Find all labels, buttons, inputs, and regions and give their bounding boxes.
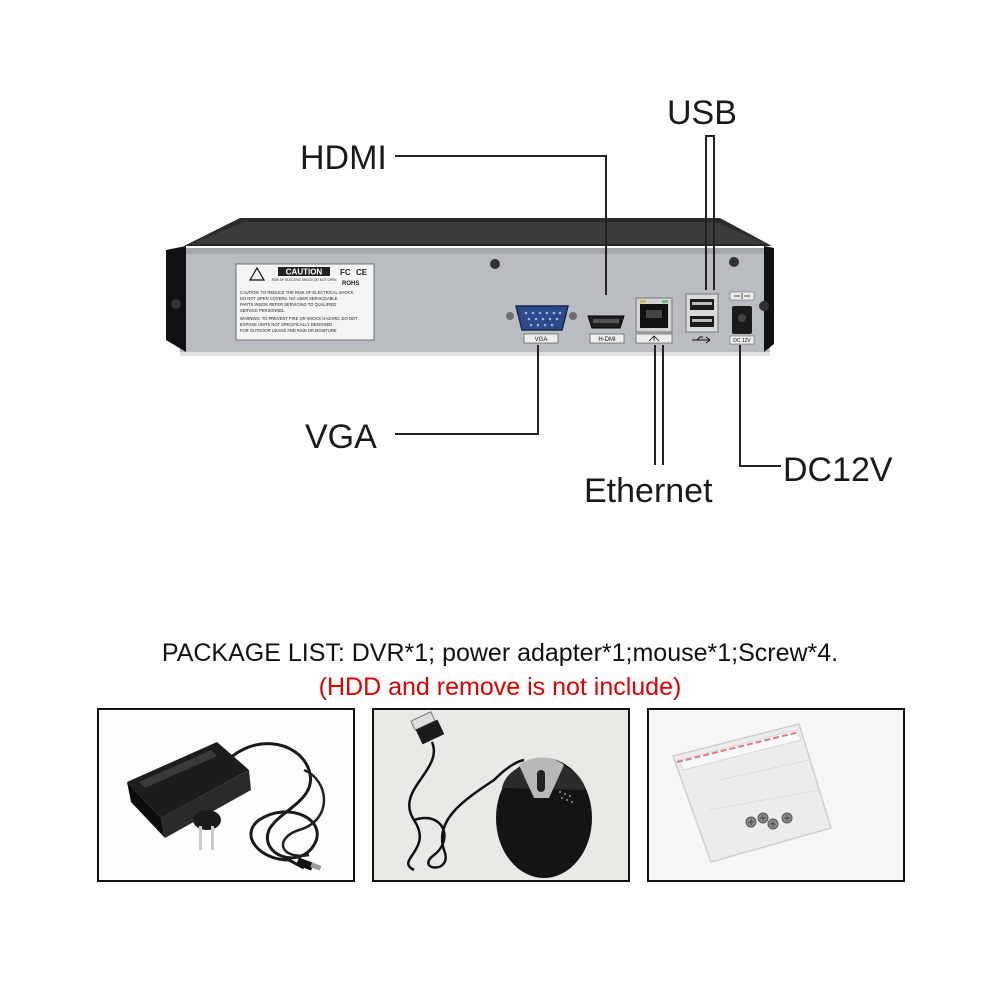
- screws-bag-image: [649, 710, 903, 880]
- hdmi-leader-h: [395, 155, 607, 157]
- usb-leader-2: [705, 135, 715, 137]
- dc-port-label: DC 12V: [733, 338, 751, 344]
- screws-photo: [647, 708, 905, 882]
- caution-line: FOR OUTDOOR USAGE AND RAIN OR MOISTURE: [240, 328, 337, 333]
- caution-line: WARNING: TO PREVENT FIRE OR SHOCK HAZARD…: [240, 316, 358, 321]
- dvr-rear-panel: CAUTION RISK OF ELECTRIC SHOCK DO NOT OP…: [160, 210, 780, 360]
- ethernet-leader-1: [654, 345, 656, 465]
- hdmi-callout: HDMI: [300, 139, 387, 177]
- ethernet-callout: Ethernet: [584, 472, 713, 510]
- ethernet-port: [635, 297, 673, 344]
- dc-leader-h: [739, 465, 781, 467]
- vga-callout: VGA: [305, 418, 377, 456]
- package-list: PACKAGE LIST: DVR*1; power adapter*1;mou…: [161, 639, 839, 667]
- usb-leader-1: [705, 135, 707, 290]
- screw-icon: [759, 301, 769, 311]
- dvr-illustration: CAUTION RISK OF ELECTRIC SHOCK DO NOT OP…: [166, 218, 774, 356]
- hdmi-port-label: H-DMI: [598, 337, 616, 343]
- network-icon: [648, 335, 660, 342]
- mouse-image: [374, 710, 628, 880]
- usb-icon: [692, 336, 711, 344]
- screw-icon: [729, 257, 739, 267]
- caution-sub: RISK OF ELECTRIC SHOCK DO NOT OPEN: [272, 278, 337, 282]
- dc-leader-v: [739, 345, 741, 467]
- warning-triangle-icon: [248, 266, 266, 281]
- screw-icon: [490, 259, 500, 269]
- screw-icon: [171, 299, 181, 309]
- usb-ports: [685, 293, 719, 344]
- power-adapter-image: [99, 710, 353, 880]
- caution-line: EXPOSE UNITS NOT SPECIFICALLY DESIGNED: [240, 322, 332, 327]
- package-note: (HDD and remove is not include): [318, 673, 682, 701]
- caution-title: CAUTION: [286, 268, 323, 277]
- power-adapter-photo: [97, 708, 355, 882]
- caution-line: PARTS INSIDE REFER SERVICING TO QUALIFIE…: [240, 302, 336, 307]
- rohs-mark: ROHS: [342, 281, 359, 287]
- vga-port-label: VGA: [535, 337, 548, 343]
- caution-line: DO NOT OPEN COVERS. NO USER SERVICEABLE: [240, 296, 338, 301]
- vga-leader-v: [537, 345, 539, 435]
- hdmi-leader-v: [605, 155, 607, 295]
- usb-leader-3: [713, 135, 715, 290]
- mouse-photo: [372, 708, 630, 882]
- caution-line: SERVICE PERSONNEL.: [240, 308, 285, 313]
- vga-port: VGA: [506, 305, 577, 344]
- dc12v-callout: DC12V: [783, 451, 893, 489]
- fc-mark: FC: [340, 268, 351, 277]
- dc-power-jack: DC 12V: [729, 291, 755, 345]
- hdmi-port: H-DMI: [587, 315, 625, 344]
- ce-mark: CE: [356, 268, 368, 277]
- caution-line: CAUTION: TO REDUCE THE RISK OF ELECTRICA…: [240, 290, 355, 295]
- vga-leader-h: [395, 433, 539, 435]
- ethernet-leader-2: [662, 345, 664, 465]
- usb-callout: USB: [667, 94, 737, 132]
- caution-label: CAUTION RISK OF ELECTRIC SHOCK DO NOT OP…: [235, 263, 375, 341]
